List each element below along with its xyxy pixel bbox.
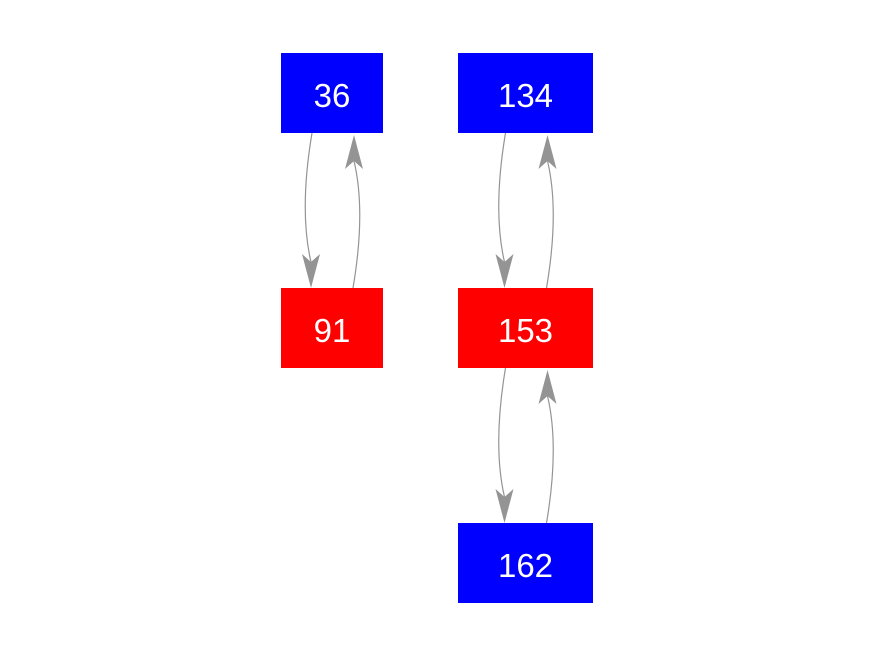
graph-node-162: 162 [458,523,593,603]
edge-162-to-153 [545,395,554,524]
edge-36-to-91 [304,132,313,263]
node-label: 153 [497,312,554,349]
node-label: 36 [313,77,351,114]
arrowhead-91-to-36 [345,135,363,169]
arrowhead-134-to-153 [495,254,514,288]
graph-node-36: 36 [281,53,383,133]
node-label: 91 [313,312,351,349]
arrowhead-162-to-153 [538,370,557,404]
graph-node-153: 153 [458,288,593,368]
graph-node-91: 91 [281,288,383,368]
edge-134-to-153 [498,132,507,263]
arrowhead-36-to-91 [302,254,320,288]
arrowhead-153-to-134 [538,135,557,169]
graph-node-134: 134 [458,53,593,133]
node-label: 162 [497,547,554,584]
edge-153-to-134 [545,160,554,289]
arrowhead-153-to-162 [495,489,514,523]
edge-91-to-36 [352,160,361,289]
edge-153-to-162 [498,367,507,498]
node-label: 134 [497,77,554,114]
